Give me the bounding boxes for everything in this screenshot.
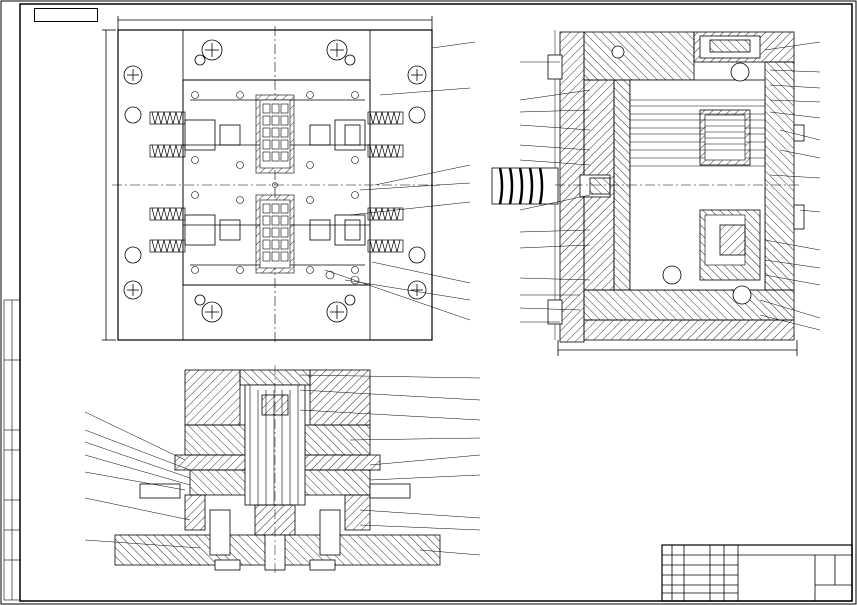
title-block <box>661 544 853 602</box>
drawing-code-stamp <box>34 8 98 22</box>
front-section <box>84 365 481 575</box>
side-section <box>491 30 821 356</box>
side-stamp-column <box>3 299 21 601</box>
plan-view <box>102 16 476 345</box>
